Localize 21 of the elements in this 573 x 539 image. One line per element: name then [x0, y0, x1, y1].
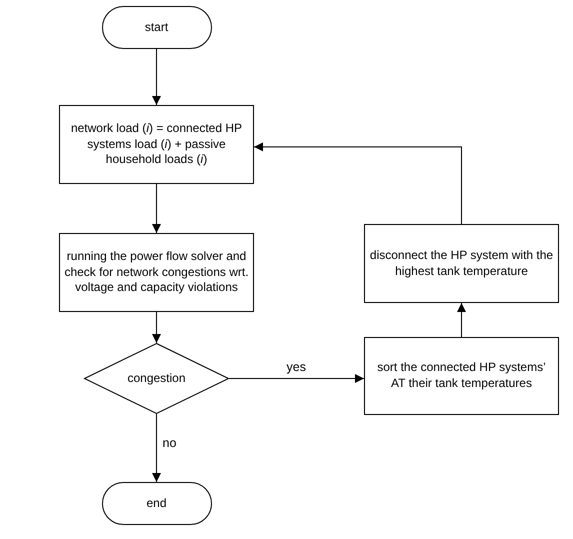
arrow	[228, 374, 364, 383]
arrow	[152, 312, 161, 344]
process-box	[364, 224, 559, 303]
node-text: running the power flow solver and check for network congestions wrt. voltage and capacity violations	[64, 249, 249, 296]
process-box	[364, 337, 559, 415]
arrow	[457, 302, 466, 338]
node-text: disconnect the HP system with the highest tank temperature	[369, 248, 554, 280]
node-text: network load (i) = connected HP systems load (i) + passive household loads (i)	[70, 121, 244, 168]
arrow	[152, 414, 161, 482]
node-text: congestion	[127, 370, 186, 386]
decision-diamond	[84, 343, 229, 414]
arrow	[152, 184, 161, 234]
terminal-box	[102, 6, 212, 49]
arrow	[152, 48, 161, 106]
process-box	[59, 233, 254, 312]
node-text: end	[146, 496, 167, 512]
node-text: start	[144, 20, 168, 36]
arrow	[254, 142, 462, 224]
node-text: sort the connected HP systems’ AT their tank temperatures	[376, 360, 547, 392]
terminal-box	[102, 482, 212, 525]
process-box	[59, 105, 254, 184]
